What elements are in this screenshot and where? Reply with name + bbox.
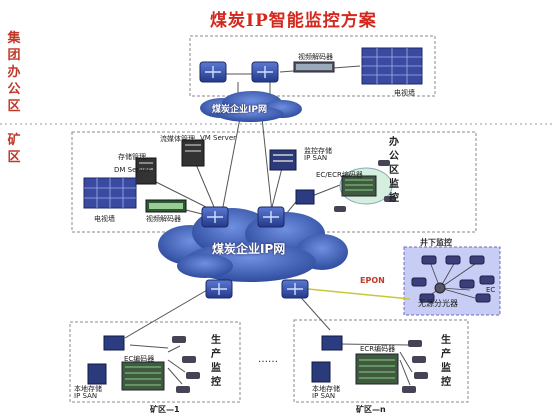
- router-icon: [201, 206, 229, 228]
- hq-cloud: [200, 91, 302, 122]
- zone1-production-label: 生产监控: [211, 335, 221, 388]
- storage-icon: [269, 149, 297, 171]
- ec-encoder-label: EC/ECR编码器: [316, 171, 363, 179]
- main-cloud-label: 煤炭企业IP网: [212, 242, 286, 256]
- zone-n-ipsan-label: IP SAN: [312, 392, 336, 400]
- router-icon: [205, 279, 233, 299]
- mine-decoder-label: 视频解码器: [146, 215, 181, 223]
- router-icon: [281, 279, 309, 299]
- server-icon: [135, 157, 157, 185]
- office-monitor-label: 办公区监控: [389, 137, 399, 204]
- decoder-icon: [293, 61, 335, 73]
- zone-n-storage-label: 本地存储: [312, 385, 340, 393]
- storage-icon: [87, 363, 107, 385]
- ip-san-label: IP SAN: [304, 154, 328, 162]
- switch-icon: [103, 335, 125, 351]
- epon-label: EPON: [360, 276, 385, 285]
- encoder-icon: [339, 167, 393, 205]
- switch-icon: [321, 335, 343, 351]
- camera-icon: [334, 160, 396, 212]
- splitter-icon: [434, 282, 446, 294]
- storage-mgmt-label: 存储管理: [118, 153, 146, 161]
- mine-area-label: 矿区: [7, 133, 21, 165]
- decoder-icon: [145, 199, 187, 213]
- zone1-ipsan-label: IP SAN: [74, 392, 98, 400]
- zone1-box: [69, 321, 241, 403]
- epon-line: [307, 288, 411, 300]
- hq-box: [189, 35, 436, 97]
- page-title: 煤炭IP智能监控方案: [210, 11, 377, 31]
- server-icon: [181, 139, 205, 167]
- hq-decoder-label: 视频解码器: [298, 53, 333, 61]
- zone1-encoder-label: EC编码器: [124, 355, 155, 363]
- group-office-label: 集团办公区: [7, 31, 21, 114]
- router-icon: [251, 61, 279, 83]
- zone-n-encoder-label: ECR编码器: [360, 345, 396, 353]
- switch-icon: [295, 189, 315, 205]
- splitter-label: 无源分光器: [418, 299, 458, 308]
- encoder-icon: [121, 361, 165, 391]
- hq-cloud-label: 煤炭企业IP网: [212, 105, 267, 115]
- underground-devices: [411, 255, 495, 303]
- vm-server-label: VM Server: [200, 134, 237, 142]
- tv-wall-icon: [361, 47, 423, 85]
- zone1-caption: 矿区—1: [150, 405, 180, 414]
- storage-icon: [311, 361, 331, 383]
- router-icon: [199, 61, 227, 83]
- zone-n-production-label: 生产监控: [441, 335, 451, 388]
- zone-n-box: [293, 319, 469, 403]
- hq-tv-wall-label: 电视墙: [394, 89, 415, 97]
- mine-tv-wall-label: 电视墙: [94, 215, 115, 223]
- monitor-storage-label: 监控存储: [304, 147, 332, 155]
- ellipsis: ……: [258, 354, 278, 365]
- camera-icon: [402, 340, 428, 393]
- encoder-icon: [355, 353, 399, 385]
- tv-wall-icon: [83, 177, 137, 209]
- dm-server-label: DM Server: [114, 166, 151, 174]
- underground-label: 井下监控: [420, 238, 452, 247]
- camera-icon: [172, 336, 200, 393]
- stream-media-label: 流媒体管理: [160, 135, 195, 143]
- ec-label: EC: [486, 286, 496, 294]
- router-icon: [257, 206, 285, 228]
- zone1-storage-label: 本地存储: [74, 385, 102, 393]
- zone-n-caption: 矿区—n: [356, 405, 386, 414]
